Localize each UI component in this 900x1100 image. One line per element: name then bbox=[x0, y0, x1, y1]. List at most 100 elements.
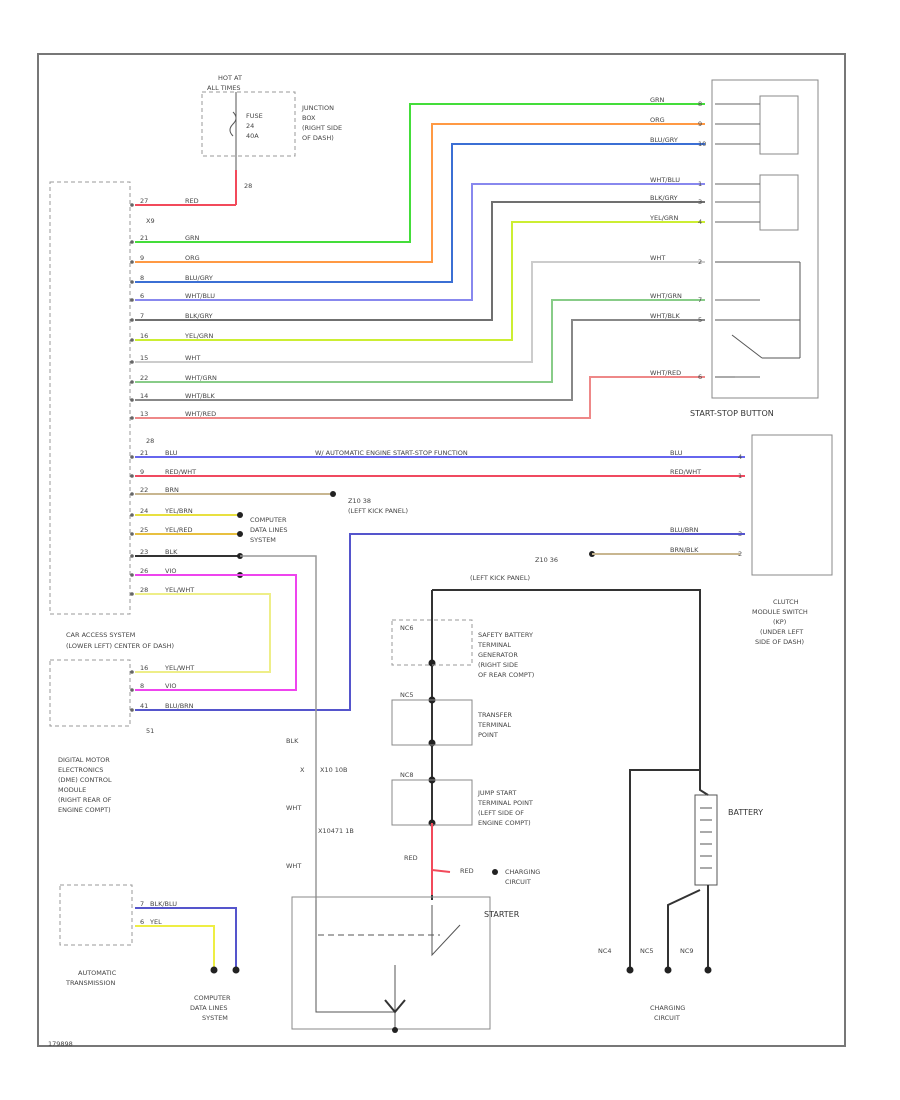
charging-circuit-label-bottom-2: CIRCUIT bbox=[654, 1014, 680, 1022]
svg-text:(RIGHT SIDE: (RIGHT SIDE bbox=[478, 661, 518, 669]
automatic-transmission-module bbox=[59, 884, 133, 946]
clutch-wire-label: BLU/BRN bbox=[670, 526, 699, 534]
cas-wire bbox=[135, 319, 705, 401]
svg-text:CLUTCH: CLUTCH bbox=[773, 598, 799, 606]
automatic-transmission-title: AUTOMATIC bbox=[78, 969, 117, 977]
cas-pin-dot bbox=[130, 240, 134, 244]
diagram-frame bbox=[37, 53, 846, 1047]
ssb-pin: 2 bbox=[698, 258, 702, 266]
cas-connector-28: 28 bbox=[146, 437, 154, 445]
starter-box bbox=[291, 896, 491, 1030]
cas-pin-dot bbox=[130, 455, 134, 459]
dme-wire-pin: 41 bbox=[140, 702, 148, 710]
transmission-wire-pin: 6 bbox=[140, 918, 144, 926]
cas-pin-dot bbox=[130, 203, 134, 207]
svg-text:(UNDER LEFT: (UNDER LEFT bbox=[760, 628, 803, 636]
svg-text:(RIGHT REAR OF: (RIGHT REAR OF bbox=[58, 796, 112, 804]
transfer-terminal-title: TRANSFER TERMINAL POINT bbox=[477, 711, 513, 739]
ssb-pin: 6 bbox=[698, 373, 702, 381]
cas-wire-label: WHT/RED bbox=[185, 410, 216, 418]
dme-connector-x51: 51 bbox=[146, 727, 154, 735]
dme-pin-dot bbox=[130, 708, 134, 712]
cas-wire-label: BRN bbox=[165, 486, 179, 494]
cas-wire-pin: 16 bbox=[140, 332, 148, 340]
battery-title: BATTERY bbox=[728, 808, 763, 817]
safety-battery-title: SAFETY BATTERY TERMINAL GENERATOR (RIGHT… bbox=[477, 631, 534, 679]
cas-wire-pin: 21 bbox=[140, 234, 148, 242]
ssb-pin: 5 bbox=[698, 316, 702, 324]
fuse-rating: 40A bbox=[246, 132, 259, 140]
cas-splice-dot bbox=[237, 512, 243, 518]
hot-at-label-2: ALL TIMES bbox=[207, 84, 240, 92]
starter-switch-icon bbox=[431, 905, 461, 957]
cas-wire-pin: 26 bbox=[140, 567, 148, 575]
cas-pin-dot bbox=[130, 298, 134, 302]
cas-pin-dot bbox=[130, 338, 134, 342]
z10-36-label: Z10 36 bbox=[535, 556, 558, 564]
start-stop-switch-lower bbox=[759, 174, 799, 231]
cas-wire-label: BLU bbox=[165, 449, 178, 457]
transmission-wire bbox=[135, 907, 237, 970]
svg-text:HOT AT: HOT AT bbox=[218, 74, 242, 82]
dme-control-module bbox=[49, 659, 131, 727]
cas-wire-pin: 8 bbox=[140, 274, 144, 282]
svg-text:ENGINE COMPT): ENGINE COMPT) bbox=[478, 819, 531, 827]
svg-text:ENGINE COMPT): ENGINE COMPT) bbox=[58, 806, 111, 814]
cas-wire-pin: 13 bbox=[140, 410, 148, 418]
transmission-wire-label: YEL bbox=[149, 918, 162, 926]
transmission-wire bbox=[135, 925, 215, 970]
svg-text:TERMINAL: TERMINAL bbox=[477, 641, 511, 649]
computer-data-lines-label: COMPUTER bbox=[250, 516, 287, 524]
svg-text:MODULE: MODULE bbox=[58, 786, 86, 794]
dme-title: DIGITAL MOTOR ELECTRONICS (DME) CONTROL … bbox=[58, 756, 112, 814]
x10-10b-label: X10 10B bbox=[320, 766, 348, 774]
svg-text:POINT: POINT bbox=[478, 731, 498, 739]
blk-wire-label: BLK bbox=[286, 737, 299, 745]
clutch-pin: 4 bbox=[738, 453, 742, 461]
cas-wire-label: WHT/GRN bbox=[185, 374, 217, 382]
cas-wire-label: VIO bbox=[165, 567, 176, 575]
ssb-wire-label: BLU/GRY bbox=[650, 136, 678, 144]
computer-data-lines-label-3: SYSTEM bbox=[250, 536, 276, 544]
cas-pin-dot bbox=[130, 492, 134, 496]
cas-wire-pin: 14 bbox=[140, 392, 148, 400]
cas-wire-pin: 22 bbox=[140, 374, 148, 382]
junction-box-label-3: (RIGHT SIDE bbox=[302, 124, 342, 132]
cas-pin-dot bbox=[130, 398, 134, 402]
junction-box-label: JUNCTION bbox=[301, 104, 334, 112]
car-access-system-module bbox=[49, 181, 131, 615]
nc8-label: NC8 bbox=[400, 771, 414, 779]
cas-wire-label: WHT bbox=[185, 354, 200, 362]
charging-circuit-label: CHARGING bbox=[505, 868, 540, 876]
cas-wire bbox=[135, 103, 705, 243]
clutch-wire-label: BLU bbox=[670, 449, 683, 457]
ssb-wire-label: WHT bbox=[650, 254, 665, 262]
clutch-module-switch-box bbox=[751, 434, 833, 576]
connector-28: 28 bbox=[244, 182, 252, 190]
cas-wire-pin: 6 bbox=[140, 292, 144, 300]
svg-text:OF REAR COMPT): OF REAR COMPT) bbox=[478, 671, 534, 679]
battery-cells bbox=[700, 807, 712, 869]
ssb-wire-label: WHT/GRN bbox=[650, 292, 682, 300]
start-stop-contact-icon bbox=[731, 334, 763, 359]
cas-wire bbox=[135, 183, 705, 301]
cas-wire-label: YEL/WHT bbox=[164, 586, 194, 594]
cas-wire-label: WHT/BLK bbox=[185, 392, 216, 400]
cas-wire bbox=[135, 376, 705, 419]
cas-wire bbox=[135, 221, 705, 341]
svg-text:TERMINAL: TERMINAL bbox=[477, 721, 511, 729]
computer-data-lines-bottom-2: DATA LINES bbox=[190, 1004, 227, 1012]
cas-pin-dot bbox=[130, 554, 134, 558]
x-connector-label: X bbox=[300, 766, 305, 774]
red-wire-label: RED bbox=[404, 854, 418, 862]
cas-wire-pin: 21 bbox=[140, 449, 148, 457]
battery-symbol bbox=[694, 794, 718, 886]
cas-pin-dot bbox=[130, 573, 134, 577]
cas-wire-label: YEL/RED bbox=[164, 526, 193, 534]
computer-data-lines-bottom: COMPUTER bbox=[194, 994, 231, 1002]
computer-data-lines-bottom-3: SYSTEM bbox=[202, 1014, 228, 1022]
